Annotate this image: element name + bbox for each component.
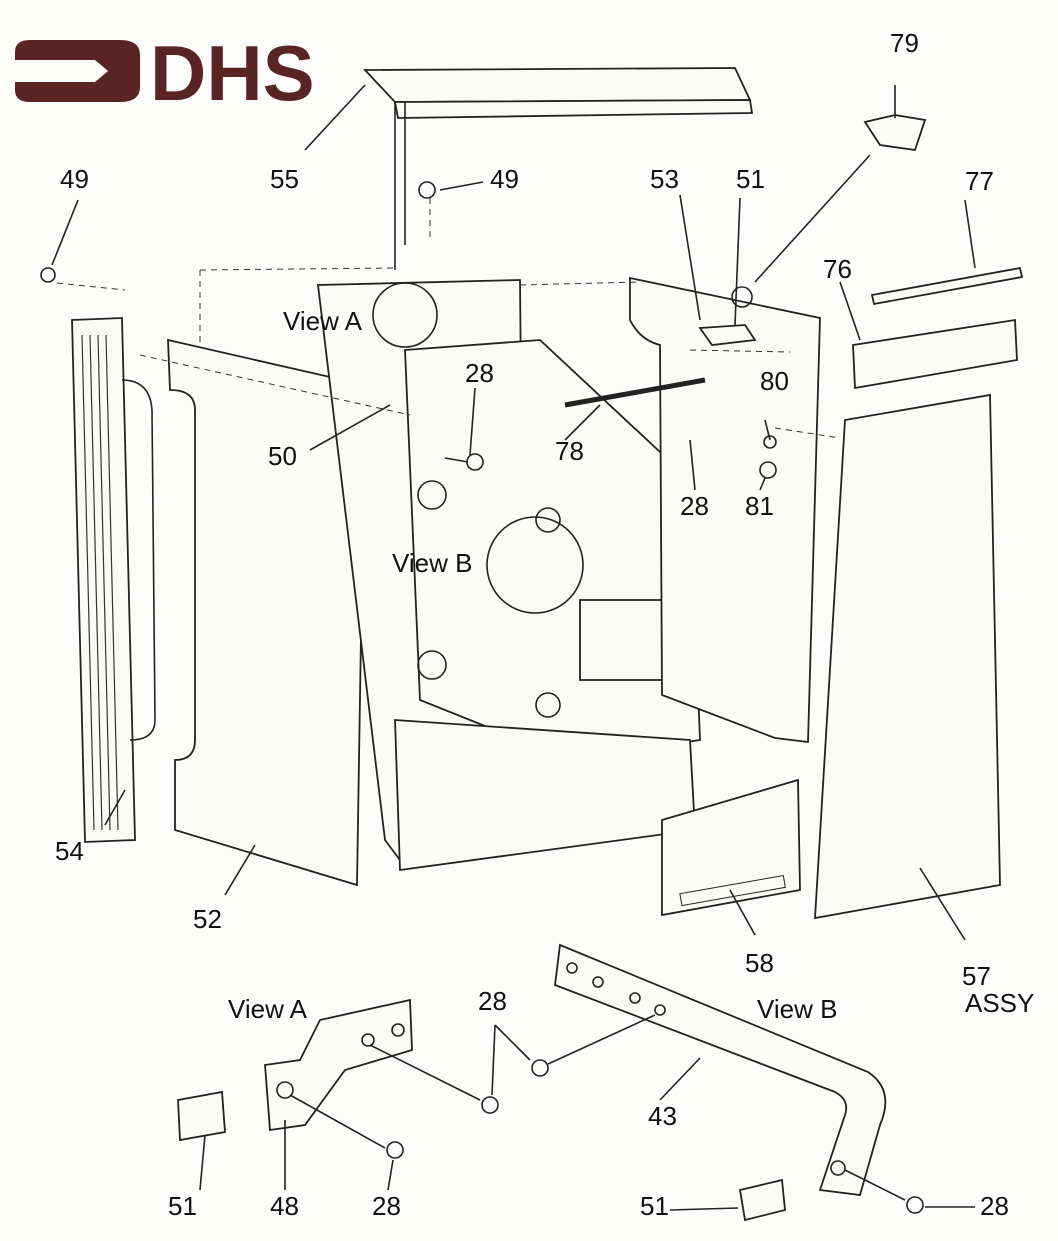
part-label-28: 28 — [980, 1191, 1009, 1221]
part-label-57: 57 — [962, 961, 991, 991]
grille-bracket — [121, 379, 156, 741]
back-panel-53 — [629, 276, 821, 744]
top-panel-edge — [393, 99, 754, 119]
part-label-77: 77 — [965, 166, 994, 196]
dhs-logo: DHS — [15, 29, 315, 117]
part-label-76: 76 — [823, 254, 852, 284]
screw-28 — [386, 1141, 404, 1159]
part-label-28: 28 — [680, 491, 709, 521]
part-label-79: 79 — [890, 28, 919, 58]
support-bar-43 — [554, 943, 887, 1196]
part-label-28: 28 — [478, 986, 507, 1016]
screw-28 — [481, 1096, 499, 1114]
part-label-55: 55 — [270, 164, 299, 194]
plug-49 — [40, 267, 56, 283]
clip-51 — [738, 1178, 786, 1222]
view-a-label: View A — [283, 306, 363, 336]
arrow-logo-icon — [15, 40, 140, 102]
view-b-label: View B — [392, 548, 472, 578]
part-label-50: 50 — [268, 441, 297, 471]
part-label-28: 28 — [465, 358, 494, 388]
part-label-51: 51 — [736, 164, 765, 194]
part-label-81: 81 — [745, 491, 774, 521]
base-tray — [394, 719, 696, 872]
clip-79 — [863, 114, 927, 151]
screw-28 — [906, 1196, 924, 1214]
side-panel-52 — [167, 338, 366, 887]
strip-77 — [870, 266, 1024, 306]
part-label-49: 49 — [60, 164, 89, 194]
plug-49 — [418, 181, 436, 199]
logo-text: DHS — [150, 29, 315, 117]
rod-78 — [564, 377, 706, 408]
screw-28 — [531, 1059, 549, 1077]
part-label-51: 51 — [640, 1191, 669, 1221]
part-label-49: 49 — [490, 164, 519, 194]
front-panel-57 — [814, 393, 1001, 920]
part-label-58: 58 — [745, 948, 774, 978]
assy-label: ASSY — [965, 988, 1034, 1018]
nut-81 — [759, 461, 777, 479]
clip-51 — [177, 1090, 226, 1142]
part-label-48: 48 — [270, 1191, 299, 1221]
part-label-51: 51 — [168, 1191, 197, 1221]
lower-panel-58 — [661, 778, 801, 917]
view-b-callout — [486, 516, 584, 614]
part-label-78: 78 — [555, 436, 584, 466]
part-label-28: 28 — [372, 1191, 401, 1221]
view-a-detail-label: View A — [228, 994, 308, 1024]
leader-79 — [754, 154, 871, 283]
rail-76 — [852, 318, 1018, 390]
top-panel-55 — [362, 67, 752, 103]
part-label-80: 80 — [760, 366, 789, 396]
bracket-48 — [264, 998, 413, 1132]
view-b-detail-label: View B — [757, 994, 837, 1024]
part-label-43: 43 — [648, 1101, 677, 1131]
part-label-54: 54 — [55, 836, 84, 866]
clip-51 — [698, 324, 757, 346]
part-label-52: 52 — [193, 904, 222, 934]
view-a-callout — [372, 282, 438, 348]
part-label-53: 53 — [650, 164, 679, 194]
washer-80 — [763, 435, 777, 449]
